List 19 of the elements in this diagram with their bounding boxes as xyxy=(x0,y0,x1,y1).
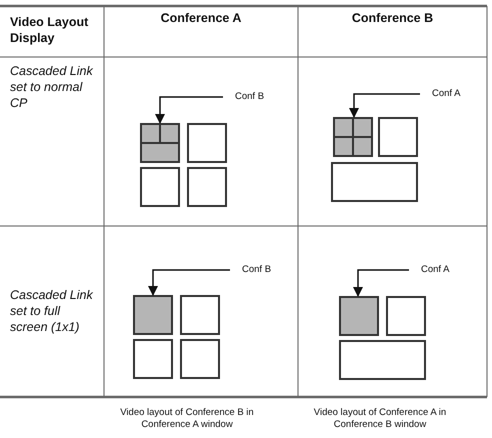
leader-arrow xyxy=(349,93,420,118)
callout-label: Conf A xyxy=(419,264,450,276)
highlighted-video-tile xyxy=(339,296,379,336)
row-header: Cascaded Link set to full screen (1x1) xyxy=(10,287,94,335)
callout-label: Conf B xyxy=(233,91,264,103)
highlighted-video-tile xyxy=(140,123,180,163)
row-header: Cascaded Link set to normal CP xyxy=(10,63,94,111)
leader-arrow xyxy=(353,269,409,297)
callout-label: Conf A xyxy=(430,88,461,100)
highlighted-video-tile xyxy=(333,117,373,157)
highlighted-video-tile xyxy=(133,295,173,335)
column-header: Conference A xyxy=(160,10,242,26)
caption: Video layout of Conference A in Conference B window xyxy=(312,407,448,431)
leader-arrow xyxy=(148,269,230,296)
callout-label: Conf B xyxy=(240,264,272,276)
column-header: Video Layout Display xyxy=(10,14,90,46)
column-header: Conference B xyxy=(350,10,434,26)
leader-arrow xyxy=(155,96,223,124)
caption: Video layout of Conference B in Conference A window xyxy=(119,407,255,431)
